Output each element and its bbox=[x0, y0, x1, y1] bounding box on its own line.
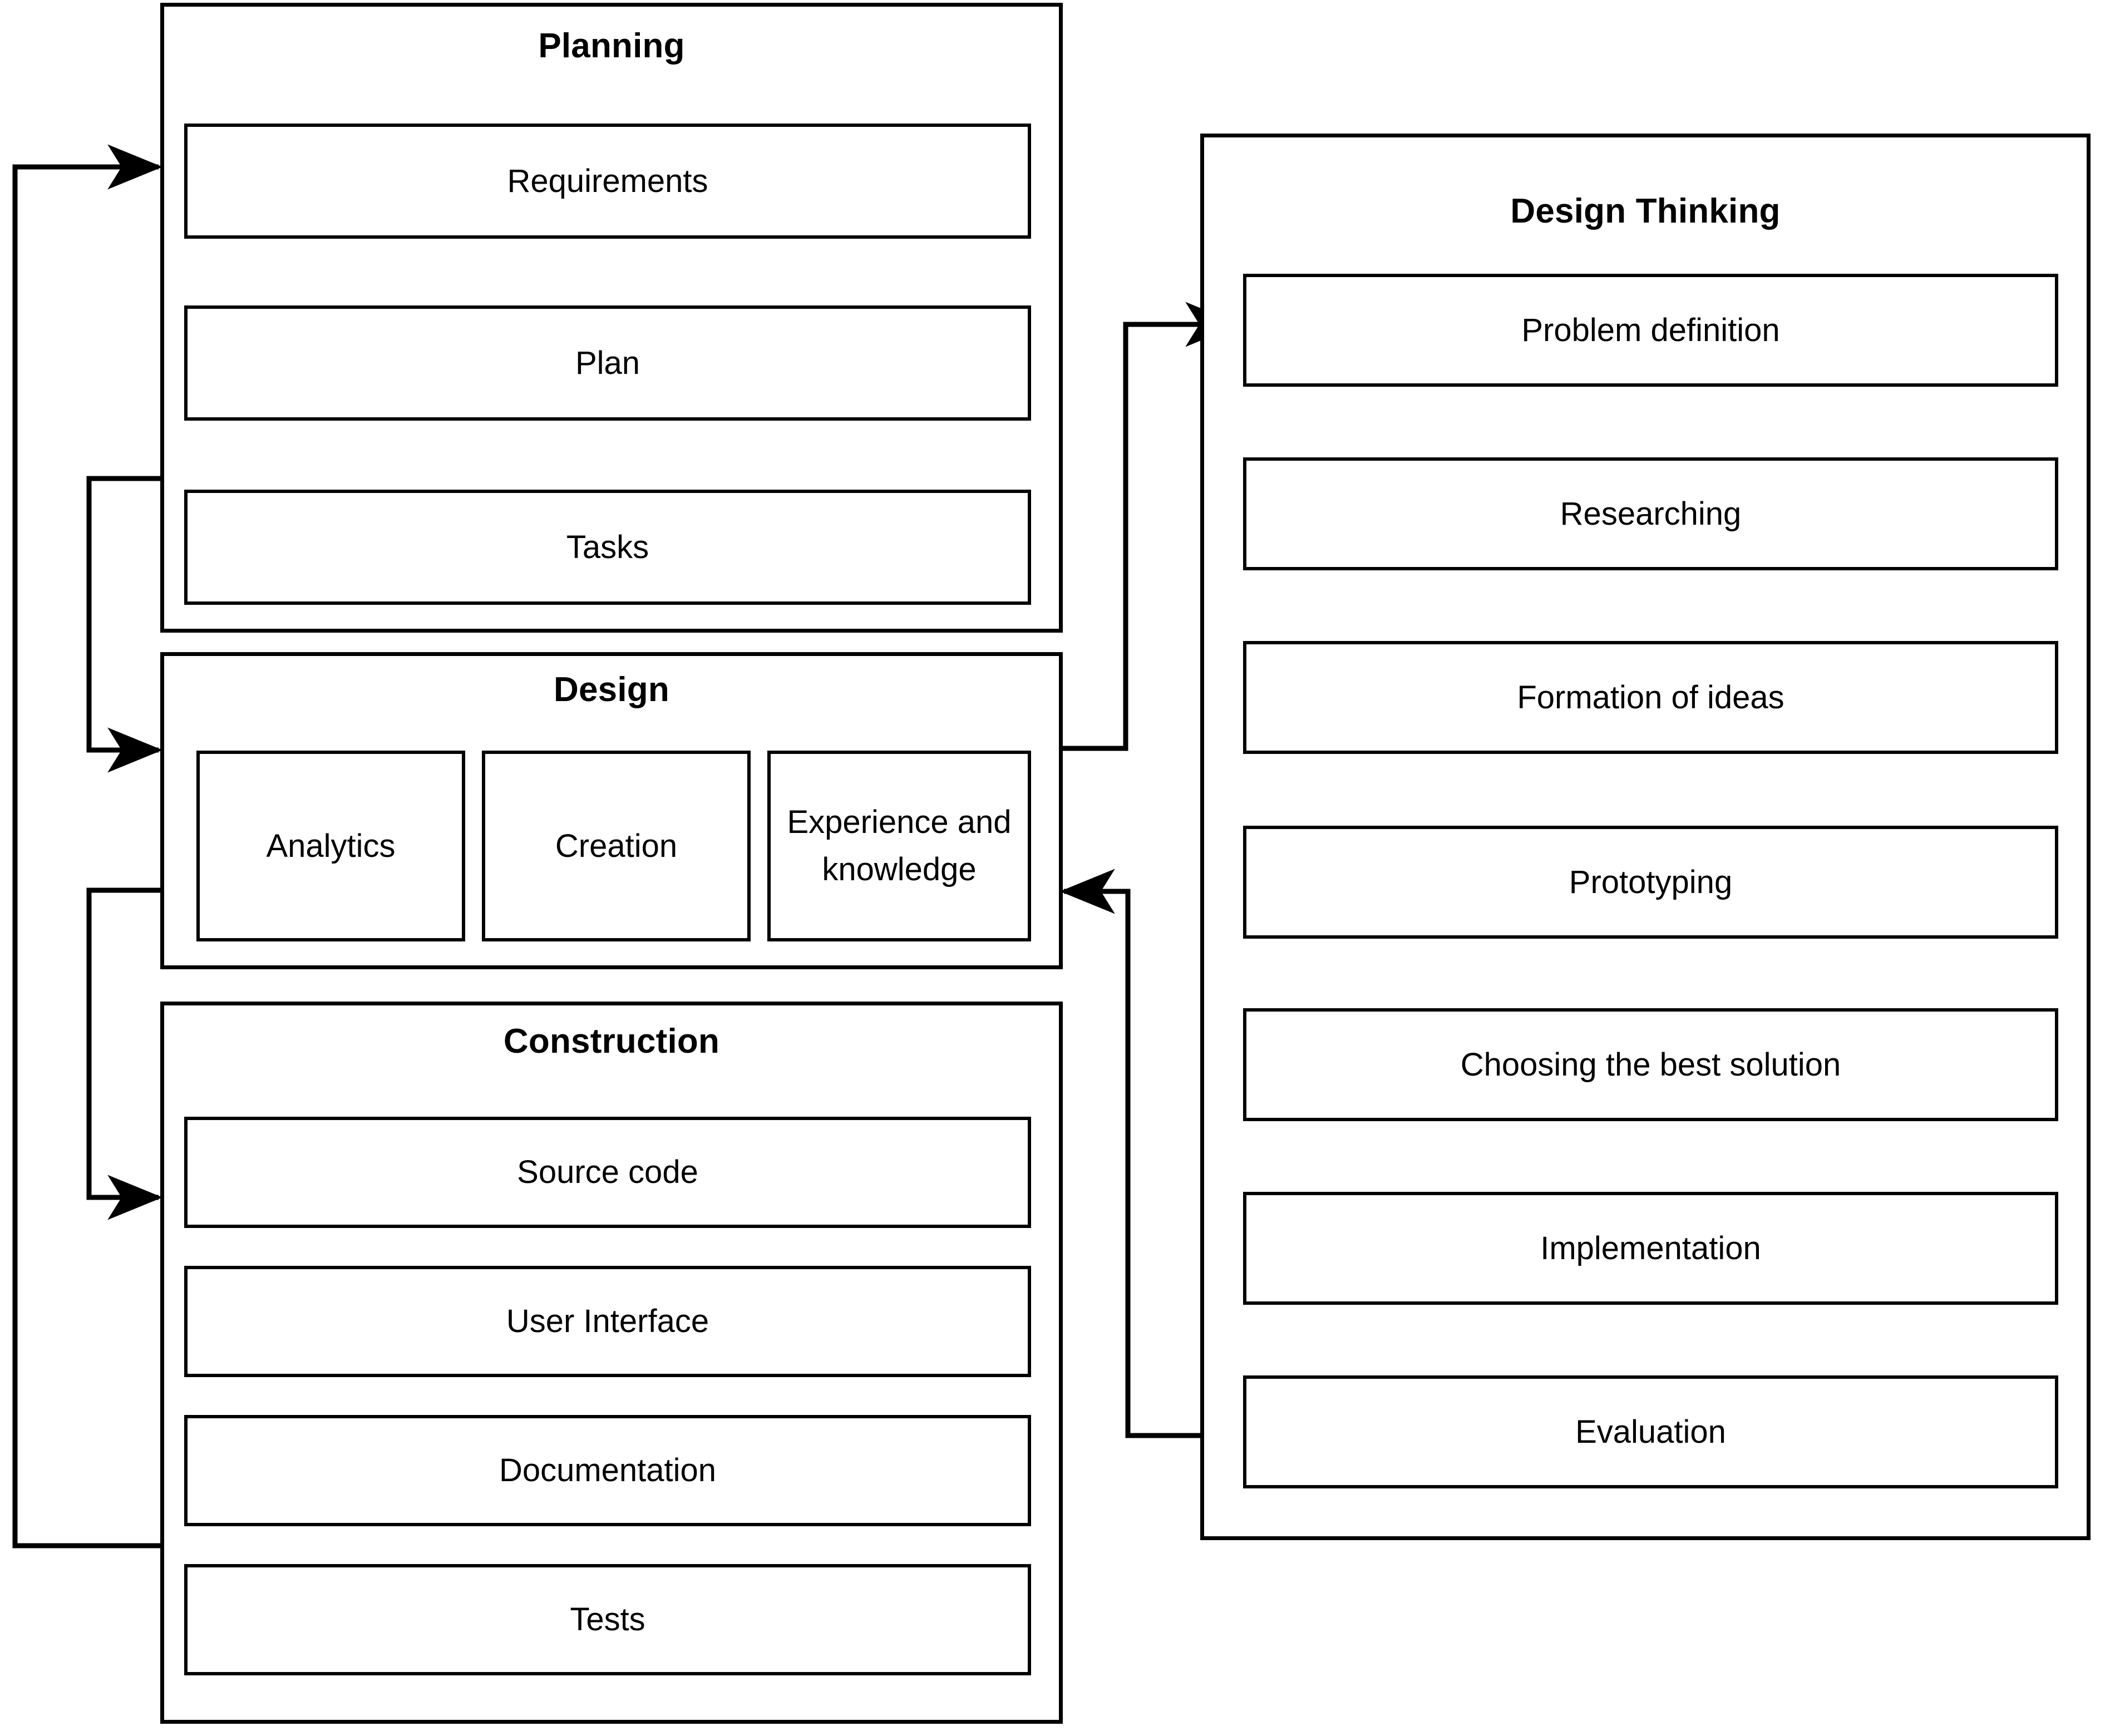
group-design-thinking[interactable]: Design Thinking Problem definition Resea… bbox=[1200, 134, 2091, 1540]
node-user-interface[interactable]: User Interface bbox=[184, 1266, 1031, 1377]
node-tests[interactable]: Tests bbox=[184, 1564, 1031, 1675]
node-implementation[interactable]: Implementation bbox=[1243, 1192, 2058, 1305]
node-experience-and-knowledge[interactable]: Experience and knowledge bbox=[767, 751, 1031, 941]
node-problem-definition[interactable]: Problem definition bbox=[1243, 274, 2058, 387]
group-design-thinking-title: Design Thinking bbox=[1510, 192, 1781, 230]
connector-planning-to-design bbox=[86, 476, 163, 773]
node-evaluation[interactable]: Evaluation bbox=[1243, 1375, 2058, 1488]
node-documentation[interactable]: Documentation bbox=[184, 1415, 1031, 1526]
group-construction-title: Construction bbox=[503, 1022, 720, 1061]
node-requirements[interactable]: Requirements bbox=[184, 124, 1031, 239]
node-plan[interactable]: Plan bbox=[184, 305, 1031, 421]
group-construction[interactable]: Construction Source code User Interface … bbox=[160, 1002, 1063, 1724]
group-planning[interactable]: Planning Requirements Plan Tasks bbox=[160, 3, 1063, 633]
node-choosing-the-best-solution[interactable]: Choosing the best solution bbox=[1243, 1008, 2058, 1121]
node-researching[interactable]: Researching bbox=[1243, 457, 2058, 570]
group-planning-title: Planning bbox=[538, 27, 685, 65]
node-analytics[interactable]: Analytics bbox=[196, 751, 465, 941]
connector-construction-to-planning bbox=[12, 144, 163, 1548]
node-source-code[interactable]: Source code bbox=[184, 1117, 1031, 1228]
group-design-title: Design bbox=[554, 670, 669, 709]
node-formation-of-ideas[interactable]: Formation of ideas bbox=[1243, 641, 2058, 754]
node-creation[interactable]: Creation bbox=[482, 751, 751, 941]
node-prototyping[interactable]: Prototyping bbox=[1243, 826, 2058, 939]
group-design[interactable]: Design Analytics Creation Experience and… bbox=[160, 652, 1063, 969]
connector-design-to-construction bbox=[86, 887, 163, 1220]
node-tasks[interactable]: Tasks bbox=[184, 490, 1031, 605]
